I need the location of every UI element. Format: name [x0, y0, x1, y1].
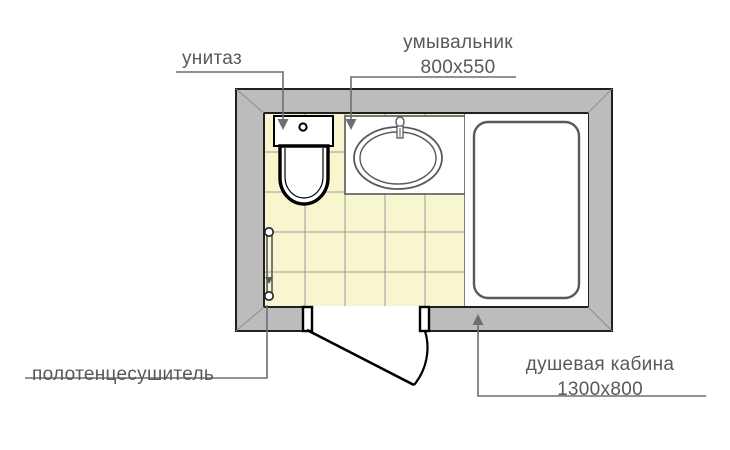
arrowhead-shower: [472, 314, 484, 325]
door-opening: [303, 306, 429, 332]
door-swing: [301, 305, 431, 387]
label-shower-name: душевая кабина: [525, 354, 675, 375]
door-leaf: [306, 328, 415, 387]
faucet-icon: [395, 116, 405, 139]
shower-tray: [472, 120, 581, 300]
towel-warmer-fixture: [263, 227, 274, 301]
door-jamb-left: [301, 305, 314, 333]
door-swing-arc: [413, 330, 429, 386]
label-towel-warmer: полотенцесушитель: [32, 364, 215, 385]
toilet-bowl: [278, 144, 330, 206]
towel-warmer-joint-top: [263, 227, 274, 238]
towel-warmer-flow-arrow: [265, 277, 273, 284]
leader-towel-warmer: [25, 305, 268, 379]
leader-sink: [350, 76, 516, 126]
label-shower-size: 1300x800: [557, 379, 643, 400]
toilet-fixture: [273, 115, 334, 206]
shower-cabin-fixture: [465, 114, 588, 306]
toilet-seat-inner: [284, 148, 324, 199]
leader-arrowheads: [277, 119, 484, 325]
arrowhead-sink: [345, 119, 357, 130]
door-jamb-right: [418, 305, 431, 333]
toilet-flush-button: [298, 122, 308, 132]
sink-vanity-fixture: [344, 115, 466, 195]
arrowhead-toilet: [277, 119, 289, 130]
label-sink-size: 800x550: [420, 57, 496, 78]
leader-shower: [477, 318, 706, 397]
leader-toilet: [176, 71, 284, 126]
wall-corner-miters: [235, 88, 613, 332]
label-toilet: унитаз: [182, 48, 242, 69]
leader-lines: [25, 71, 706, 397]
towel-warmer-joint-bottom: [263, 290, 274, 301]
label-sink-name: умывальник: [403, 32, 513, 53]
